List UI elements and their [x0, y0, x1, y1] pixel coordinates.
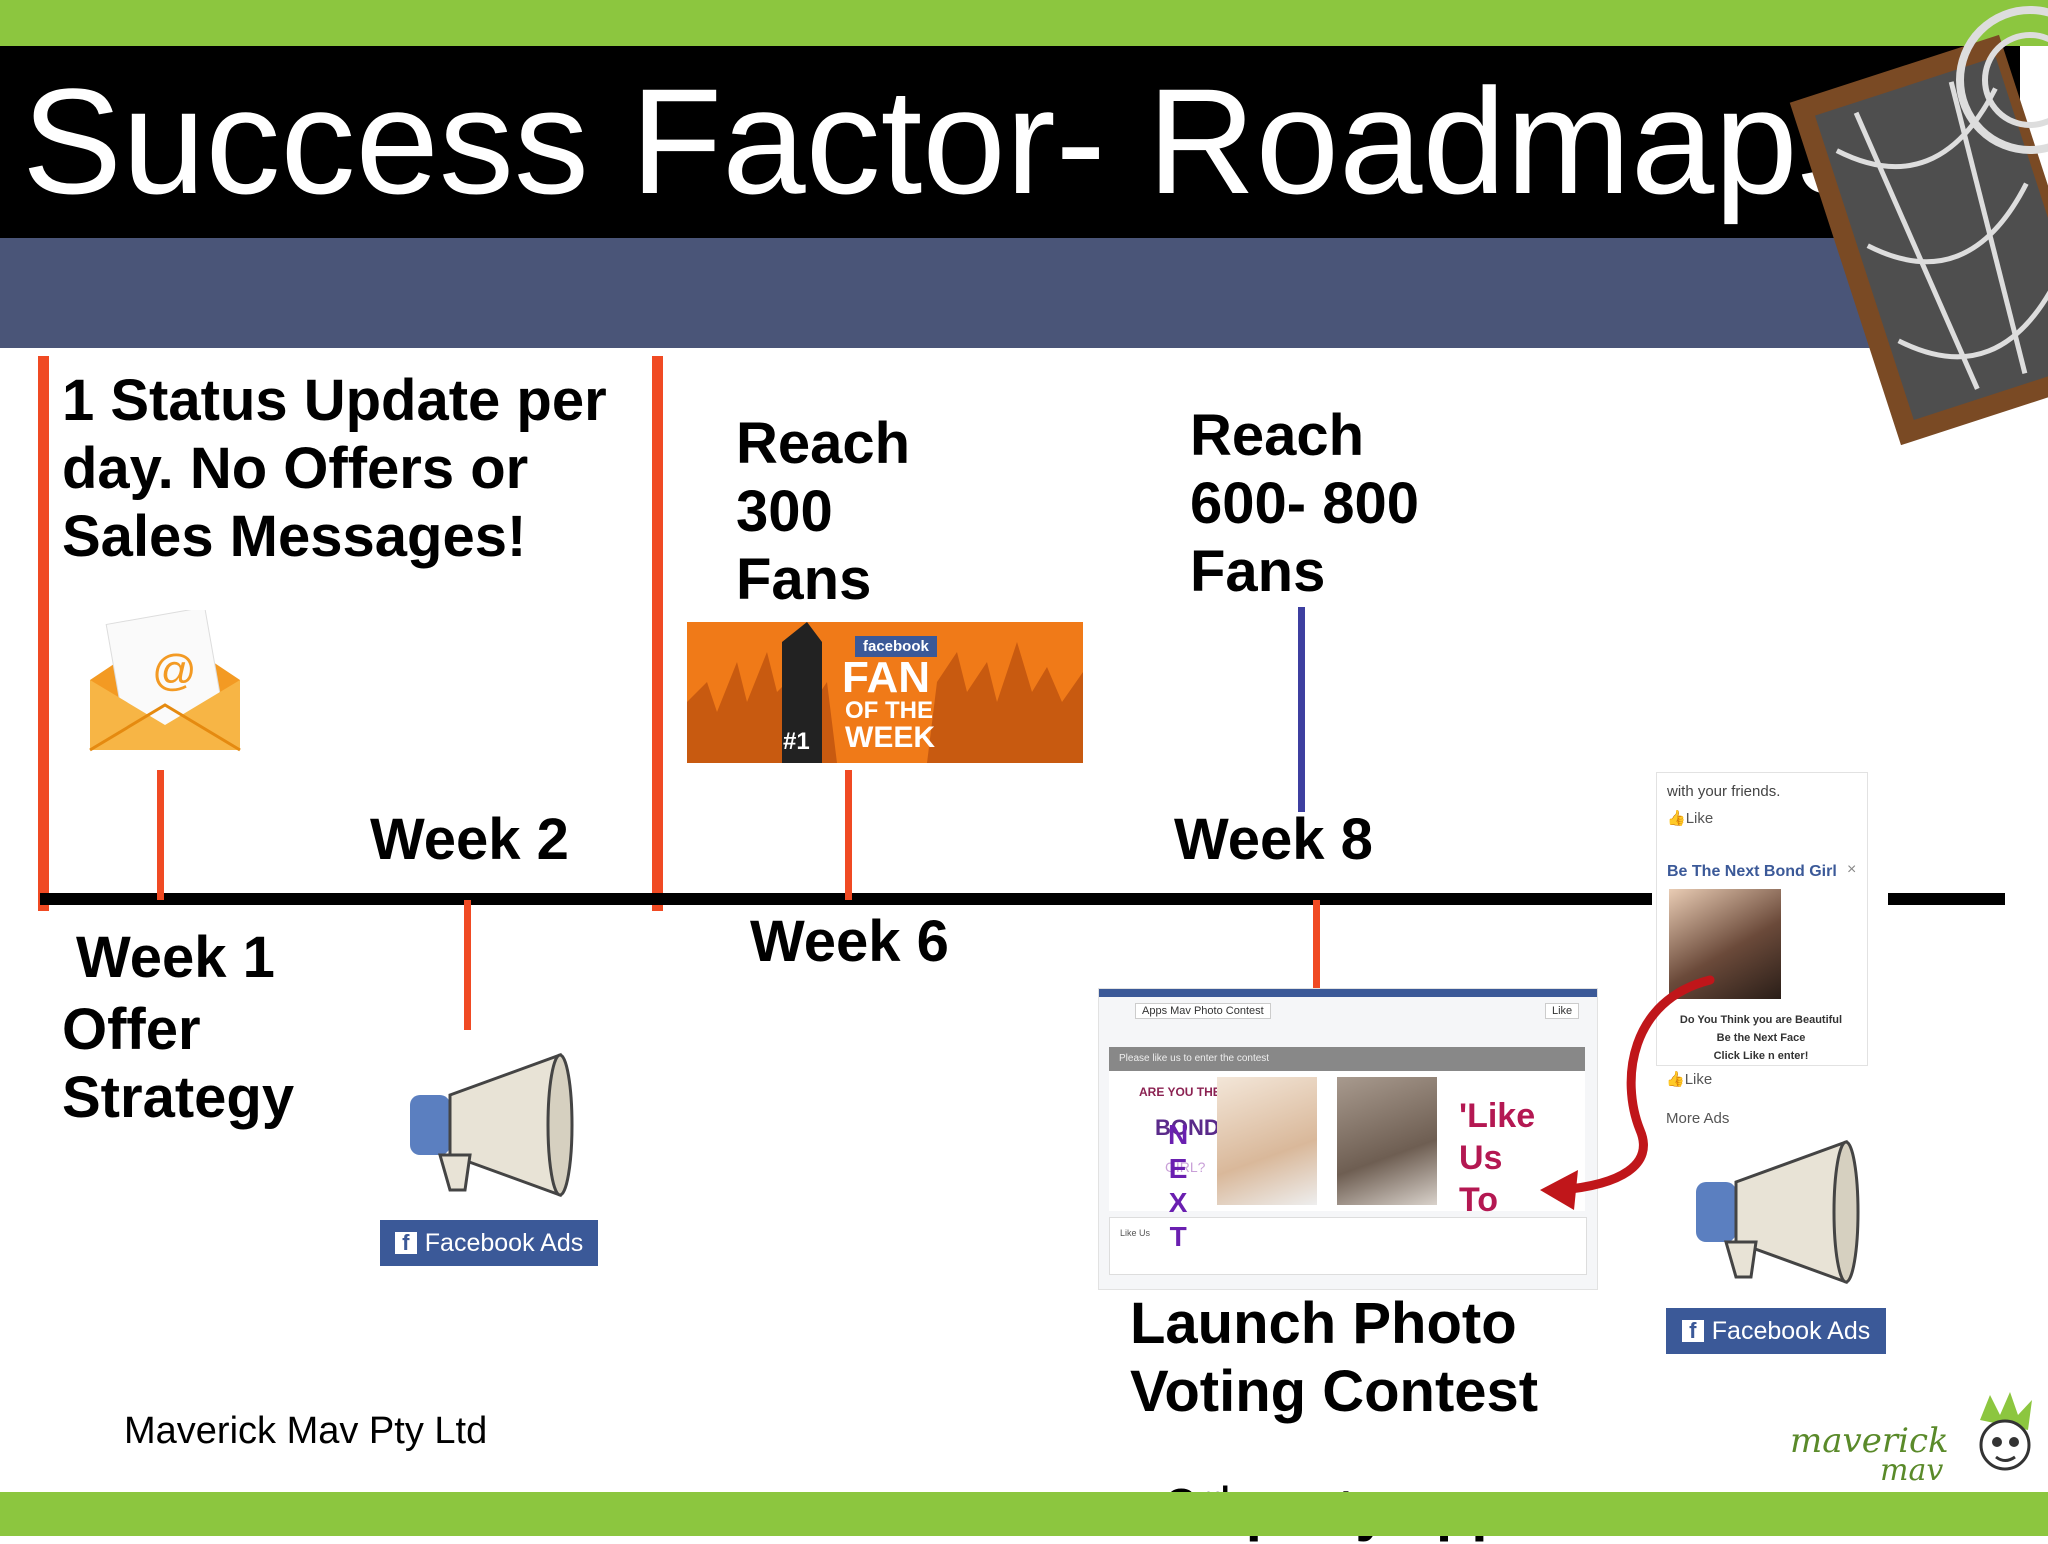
timeline-axis-end — [1888, 893, 2005, 905]
megaphone-icon — [410, 1052, 574, 1198]
contest-girl: GIRL? — [1165, 1159, 1206, 1175]
megaphone-icon-2 — [1696, 1139, 1860, 1285]
status-line-1: 1 Status Update per — [62, 368, 607, 433]
week-8-label: Week 8 — [1174, 807, 1373, 872]
contest-line-2: Voting Contest — [1130, 1359, 1539, 1424]
footer-company: Maverick Mav Pty Ltd — [124, 1410, 488, 1452]
app-like-button[interactable]: Like — [1545, 1003, 1580, 1019]
status-line-3: Sales Messages! — [62, 504, 527, 569]
crowd-silhouette — [687, 622, 1083, 763]
contest-cta-line-1: 'Like Us — [1459, 1097, 1536, 1177]
curved-arrow-icon — [1540, 975, 1715, 1210]
contest-heading: ARE YOU THE — [1139, 1085, 1221, 1099]
week-1-note-line-2: Strategy — [62, 1065, 295, 1130]
reach-300-line-1: Reach — [736, 411, 911, 476]
title-bar — [0, 46, 2020, 238]
navy-band — [0, 238, 2048, 348]
app-tabs: Apps Mav Photo Contest — [1135, 1003, 1271, 1019]
sidebar-ad-body-2: Be the Next Face — [1716, 1032, 1806, 1044]
facebook-ads-label-1: Facebook Ads — [424, 1228, 584, 1257]
week-2-tick — [464, 900, 471, 1030]
app-header: Please like us to enter the contest — [1109, 1047, 1585, 1071]
app-like-us: Like Us — [1109, 1217, 1587, 1275]
status-box-left-line — [38, 356, 49, 911]
reach-600-text: Reach 600- 800 Fans — [1190, 402, 1419, 606]
status-line-2: day. No Offers or — [62, 436, 529, 501]
bottom-green-bar — [0, 1492, 2048, 1536]
sidebar-ad-body-1: Do You Think you are Beautiful — [1679, 1014, 1843, 1026]
facebook-ads-badge-1: f Facebook Ads — [380, 1220, 598, 1266]
decorative-frame — [1789, 6, 2048, 446]
week-6-label: Week 6 — [750, 909, 949, 974]
facebook-f-icon-2: f — [1681, 1320, 1704, 1342]
maverick-mav-logo: maverick mav — [1790, 1421, 1990, 1488]
fan-of-the-week-banner: facebook FAN OF THE WEEK #1 — [687, 622, 1083, 763]
fan-line-2: OF THE — [845, 697, 933, 724]
facebook-f-icon: f — [394, 1232, 417, 1254]
facebook-ads-badge-2: f Facebook Ads — [1666, 1308, 1886, 1354]
sidebar-ad-title[interactable]: Be The Next Bond Girl — [1667, 863, 1837, 880]
email-envelope-icon: @ — [89, 610, 241, 752]
sidebar-close-icon[interactable]: × — [1847, 861, 1857, 878]
reach-600-line-1: Reach — [1190, 403, 1365, 468]
sidebar-like-1[interactable]: 👍Like — [1667, 810, 1714, 827]
next-letter-n: N — [1168, 1119, 1189, 1150]
reach-600-line-3: Fans — [1190, 539, 1326, 604]
week-2-label: Week 2 — [370, 807, 569, 872]
next-letter-e: E — [1168, 1153, 1188, 1184]
logo-text-2: mav — [1880, 1453, 1944, 1488]
week-8-tick — [1313, 900, 1320, 1002]
next-letter-t: T — [1169, 1221, 1187, 1252]
contest-app-screenshot: Apps Mav Photo Contest Like Please like … — [1098, 988, 1598, 1290]
facebook-ads-label-2: Facebook Ads — [1711, 1316, 1871, 1345]
sidebar-like-1-label: Like — [1685, 810, 1714, 827]
week-6-tick — [845, 770, 852, 900]
week-1-tick — [157, 770, 164, 900]
logo-text-1: maverick — [1790, 1421, 1949, 1461]
contest-bond: BOND — [1155, 1115, 1220, 1140]
sidebar-ad-body-3: Click Like n enter! — [1713, 1050, 1809, 1062]
sidebar-like-2-label: Like — [1684, 1071, 1713, 1088]
week-1-label: Week 1 — [76, 925, 275, 990]
sidebar-ad-body: Do You Think you are Beautiful Be the Ne… — [1671, 1011, 1851, 1065]
week-1-note-line-1: Offer — [62, 997, 201, 1062]
reach-300-line-2: 300 — [736, 479, 833, 544]
fan-line-1: FAN — [842, 653, 930, 702]
contest-text: Launch Photo Voting Contest — [1130, 1290, 1538, 1426]
top-green-bar — [0, 0, 2048, 46]
slide-title: Success Factor- Roadmaps — [22, 57, 1873, 225]
app-top-bar — [1099, 989, 1597, 997]
fan-number: #1 — [783, 728, 810, 755]
reach-600-line-2: 600- 800 — [1190, 471, 1419, 536]
week-1-note: Offer Strategy — [62, 996, 294, 1132]
fan-facebook-tag: facebook — [855, 636, 937, 657]
reach-300-text: Reach 300 Fans — [736, 410, 910, 614]
sidebar-ad-photo — [1669, 889, 1781, 999]
contest-photo-2 — [1337, 1077, 1437, 1205]
status-box-text: 1 Status Update per day. No Offers or Sa… — [62, 367, 607, 571]
sidebar-like-2[interactable]: 👍Like — [1666, 1071, 1713, 1088]
next-vertical-text: N E X T — [1168, 1118, 1188, 1254]
sidebar-ad-panel: with your friends. 👍Like Be The Next Bon… — [1656, 772, 1868, 1066]
next-letter-x: X — [1168, 1187, 1188, 1218]
contest-line-1: Launch Photo — [1130, 1291, 1517, 1356]
reach-600-connector — [1298, 607, 1305, 812]
sidebar-friends-text: with your friends. — [1667, 783, 1781, 800]
sidebar-more-ads[interactable]: More Ads — [1666, 1110, 1730, 1127]
svg-text:@: @ — [152, 646, 197, 695]
contest-photo-1 — [1217, 1077, 1317, 1205]
status-box-right-line — [652, 356, 663, 911]
fan-line-3: WEEK — [845, 721, 935, 754]
reach-300-line-3: Fans — [736, 547, 872, 612]
logo-face-icon — [1979, 1392, 2032, 1471]
